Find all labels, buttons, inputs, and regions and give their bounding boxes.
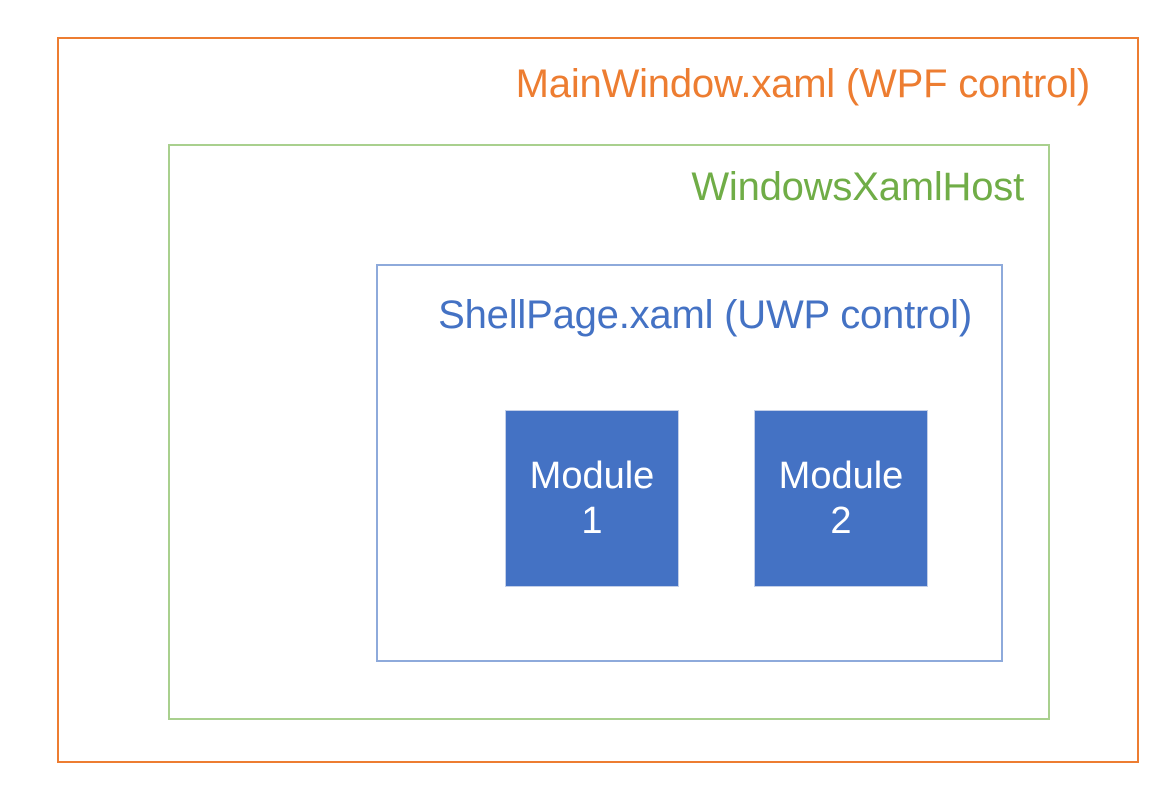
layer-shellpage-xaml: ShellPage.xaml (UWP control) Module 1 Mo… bbox=[376, 264, 1003, 662]
layer-windowsxamlhost: WindowsXamlHost ShellPage.xaml (UWP cont… bbox=[168, 144, 1050, 720]
layer-mainwindow-xaml-label: MainWindow.xaml (WPF control) bbox=[515, 62, 1091, 106]
module-box-2-line1: Module bbox=[778, 454, 904, 497]
module-box-1-line1: Module bbox=[529, 454, 655, 497]
module-box-1-line2: 1 bbox=[581, 499, 603, 542]
module-row: Module 1 Module 2 bbox=[378, 266, 1001, 660]
layer-windowsxamlhost-label: WindowsXamlHost bbox=[691, 165, 1024, 209]
layer-mainwindow-xaml: MainWindow.xaml (WPF control) WindowsXam… bbox=[57, 37, 1139, 763]
module-box-2[interactable]: Module 2 bbox=[754, 410, 928, 587]
module-box-1[interactable]: Module 1 bbox=[505, 410, 679, 587]
module-box-2-line2: 2 bbox=[830, 499, 852, 542]
layer-shellpage-xaml-label: ShellPage.xaml (UWP control) bbox=[438, 293, 972, 337]
